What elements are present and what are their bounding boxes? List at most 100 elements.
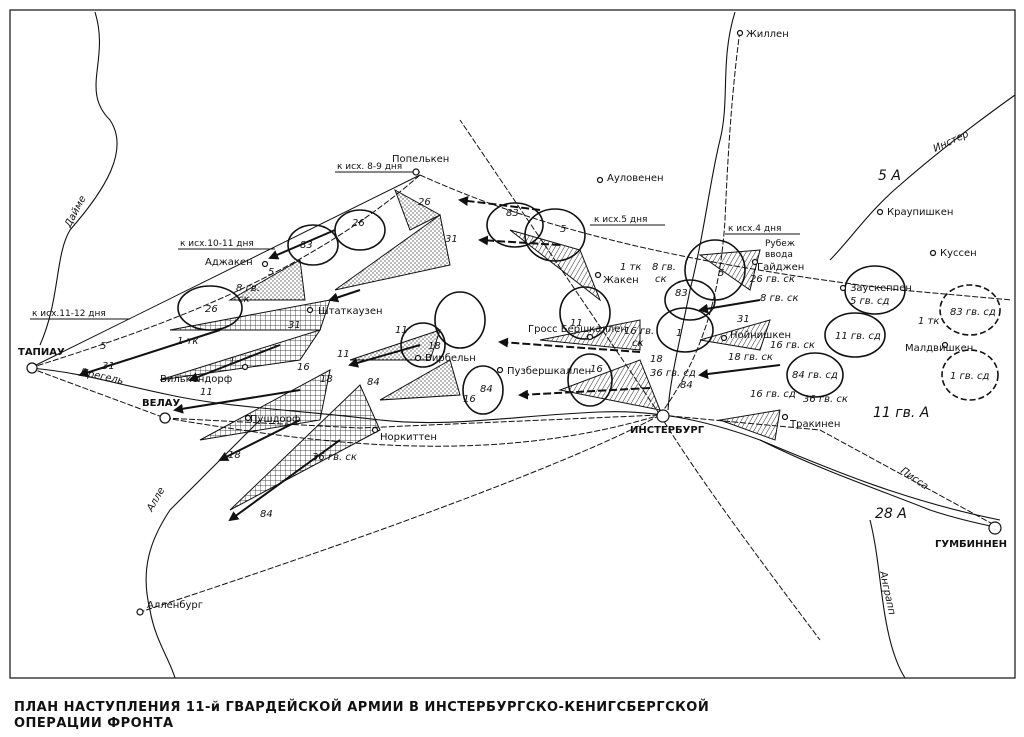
- wedge-east3: [718, 409, 781, 441]
- unit-36gv: 36 гв. ск: [312, 452, 357, 463]
- army-labels: 5 А 11 гв. А 28 А: [873, 168, 929, 522]
- wedge-east1: [698, 249, 761, 291]
- unit-18-south: 18: [228, 450, 241, 461]
- unit-11-mid: 11: [337, 349, 350, 360]
- town-kraupishken: Краупишкен: [887, 207, 953, 218]
- unit-5-adzh: 5: [268, 267, 274, 278]
- unit-83gvsd: 83 гв. сд: [950, 307, 996, 318]
- unit-36gvsk-e: 36 гв. ск: [803, 394, 848, 405]
- river-pissa: [759, 439, 1001, 529]
- phase-10-11: к исх.10-11 дня: [180, 239, 254, 249]
- wedge-adzh: [228, 259, 306, 301]
- unit-11gvsd: 11 гв. сд: [835, 331, 881, 342]
- river-alle: [145, 419, 261, 679]
- unit-31-top: 31: [445, 234, 458, 245]
- map-caption: ПЛАН НАСТУПЛЕНИЯ 11-й ГВАРДЕЙСКОЙ АРМИИ …: [14, 700, 914, 732]
- unit-8ck-1: 8 гв.: [652, 262, 676, 273]
- town-velau: ВЕЛАУ: [142, 398, 180, 409]
- wedge-virb: [349, 329, 441, 361]
- oval-noyn: [656, 307, 714, 353]
- unit-5-box: 5: [560, 224, 566, 235]
- unit-83-gayd: 83: [675, 288, 688, 299]
- phase-8-9: к исх. 8-9 дня: [337, 162, 402, 172]
- unit-26-top: 26: [418, 197, 431, 208]
- wedge-south1: [199, 369, 331, 441]
- town-pushdorf: Пушдорф: [250, 414, 301, 425]
- unit-31-ins: 31: [737, 314, 750, 325]
- unit-1-ins: 1: [676, 328, 682, 339]
- river-dayme: [39, 11, 118, 346]
- town-virbeln: Вирбельн: [425, 353, 476, 364]
- wedge-north: [509, 229, 602, 302]
- unit-18-ins: 18: [650, 354, 663, 365]
- caption-line-2: ОПЕРАЦИИ ФРОНТА: [14, 716, 174, 731]
- town-markers: [26, 29, 1002, 616]
- oval-84: [462, 365, 504, 415]
- unit-83-left: 83: [300, 240, 313, 251]
- caption-line-1: ПЛАН НАСТУПЛЕНИЯ 11-й ГВАРДЕЙСКОЙ АРМИИ …: [14, 700, 710, 715]
- oval-16: [567, 353, 613, 407]
- attack-wedges: [159, 188, 781, 511]
- town-shtatkhauzen: Штаткаузен: [318, 306, 383, 317]
- unit-5-gayd: 5: [718, 268, 724, 279]
- town-allenburg: Алленбург: [147, 600, 203, 611]
- unit-31-west: 31: [102, 361, 115, 372]
- town-labels: Жиллен Попелькен Ауловенен Краупишкен Ку…: [18, 29, 1007, 611]
- oval-84gv: [786, 352, 844, 398]
- army-11gv: 11 гв. А: [873, 405, 929, 421]
- unit-16gvsk-e: 16 гв. ск: [770, 340, 815, 351]
- phase-labels: к исх. 8-9 дня к исх.10-11 дня к исх.11-…: [32, 162, 795, 319]
- unit-1-west: 1: [229, 356, 235, 367]
- unit-84-mid: 84: [367, 377, 380, 388]
- river-inster-upper: [829, 94, 1016, 261]
- phase-lines: [30, 171, 800, 320]
- wedge-west1: [169, 299, 331, 331]
- town-zhillen: Жиллен: [746, 29, 789, 40]
- army-5: 5 А: [878, 168, 901, 184]
- town-popelken: Попелькен: [392, 154, 449, 165]
- unit-16gv-ck-2: ск: [632, 338, 644, 349]
- river-label-angerapp: Анграпп: [877, 569, 897, 616]
- town-maldvishken: Малдвишкен: [905, 343, 973, 354]
- unit-26-oval: 26: [205, 304, 218, 315]
- unit-8ck-2: ск: [655, 274, 667, 285]
- unit-16gvsd: 16 гв. сд: [750, 389, 796, 400]
- town-puzberschkallen: Пузбершкаллен: [507, 366, 591, 377]
- oval-virb: [434, 291, 486, 349]
- unit-84-south: 84: [260, 509, 273, 520]
- town-norkitten: Норкиттен: [380, 432, 437, 443]
- oval-11: [559, 286, 611, 340]
- unit-16-mid: 16: [297, 362, 310, 373]
- oval-11gv: [824, 312, 886, 358]
- unit-84-ins: 84: [680, 380, 693, 391]
- unit-5gvsd: 5 гв. сд: [850, 296, 890, 307]
- town-aulovenen: Ауловенен: [607, 173, 664, 184]
- river-label-alle: Алле: [145, 486, 168, 515]
- town-noynishken: Нойнишкен: [730, 330, 791, 341]
- oval-26: [334, 209, 386, 251]
- unit-16-gross: 16: [590, 364, 603, 375]
- oval-18: [400, 322, 446, 368]
- town-zhaken: Жакен: [603, 275, 639, 286]
- wedge-virb2: [379, 359, 461, 401]
- unit-16gv-ck-1: 16 гв.: [624, 326, 654, 337]
- unit-18-mid: 18: [320, 374, 333, 385]
- unit-1gvsd: 1 гв. сд: [950, 371, 990, 382]
- unit-8gv-1: 8 гв.: [236, 283, 260, 294]
- unit-26-circle: 26: [352, 218, 365, 229]
- unit-84gvsd: 84 гв. сд: [792, 370, 838, 381]
- town-gaydzhen: Гайджен: [757, 262, 804, 273]
- river-pregel: [29, 367, 1001, 521]
- town-vilkendorf: Вилькендорф: [160, 374, 232, 385]
- town-insterburg: ИНСТЕРБУРГ: [630, 425, 705, 436]
- unit-18-virb: 18: [428, 341, 441, 352]
- unit-1tk-west: 1 тк: [177, 336, 198, 347]
- phase-11-12: к исх.11-12 дня: [32, 309, 106, 319]
- unit-36gvsd: 36 гв. сд: [650, 368, 696, 379]
- army-28: 28 А: [875, 506, 907, 522]
- attack-arrows: [78, 196, 781, 522]
- town-zauskeppen: Заускеппен: [850, 283, 912, 294]
- town-gumbinnen: ГУМБИННЕН: [935, 539, 1007, 550]
- unit-8gvsk-e: 8 гв. ск: [760, 293, 799, 304]
